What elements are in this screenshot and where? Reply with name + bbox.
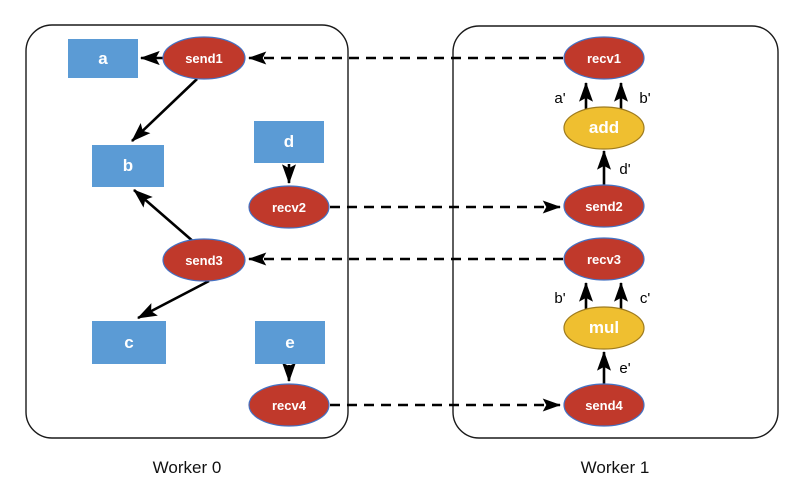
node-recv2[interactable]	[248, 185, 330, 229]
node-recv3[interactable]	[563, 237, 645, 281]
edge-label-mul-recv3-b: b'	[554, 289, 566, 307]
node-recv1[interactable]	[563, 36, 645, 80]
worker-containers	[25, 24, 779, 439]
node-a[interactable]	[68, 39, 138, 78]
edge-label-send4-mul: e'	[619, 359, 631, 377]
node-send1[interactable]	[162, 36, 246, 80]
node-group	[68, 36, 645, 427]
node-send4[interactable]	[563, 383, 645, 427]
worker-container-0	[25, 24, 349, 439]
node-add[interactable]	[563, 106, 645, 150]
edge-send3-c	[137, 279, 210, 320]
node-send2[interactable]	[563, 184, 645, 228]
edge-group	[131, 50, 629, 412]
worker-container-1	[452, 25, 779, 439]
node-send3[interactable]	[162, 238, 246, 282]
node-recv4[interactable]	[248, 383, 330, 427]
worker-caption-0: Worker 0	[152, 458, 222, 477]
node-c[interactable]	[92, 321, 166, 364]
node-e[interactable]	[255, 321, 325, 364]
node-b[interactable]	[92, 145, 164, 187]
edge-send3-b	[133, 189, 196, 244]
edge-label-add-recv1-a: a'	[554, 89, 566, 107]
worker-caption-1: Worker 1	[580, 458, 650, 477]
edge-send1-b	[131, 78, 198, 142]
node-mul[interactable]	[563, 306, 645, 350]
edge-label-send2-add: d'	[619, 160, 631, 178]
node-d[interactable]	[254, 121, 324, 163]
edge-label-add-recv1-b: b'	[639, 89, 651, 107]
edge-label-mul-recv3-c: c'	[639, 289, 651, 307]
